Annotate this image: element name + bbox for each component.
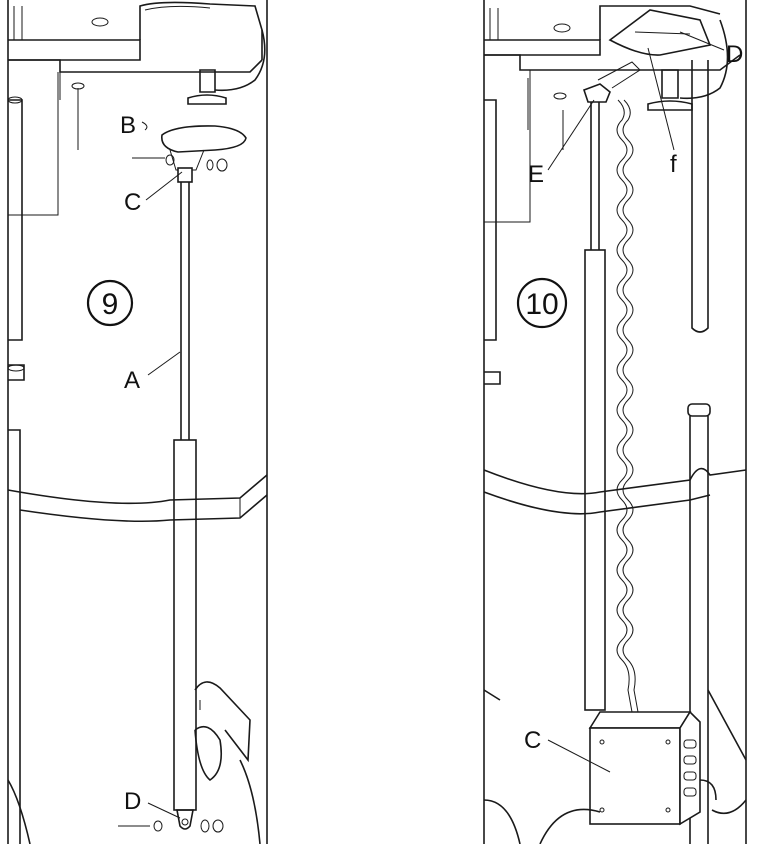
step-9-number: 9	[102, 288, 119, 321]
step-9-circle	[86, 279, 134, 327]
panel-step-10: 10 D f E C	[483, 0, 747, 844]
step-10-circle	[516, 277, 568, 329]
label-d: D	[726, 41, 743, 68]
panel-step-9: 9 B C A D	[7, 0, 268, 844]
label-f: f	[670, 151, 677, 178]
step-10-number: 10	[525, 288, 558, 321]
label-d: D	[124, 788, 141, 815]
label-e: E	[528, 161, 544, 188]
label-a: A	[124, 367, 140, 394]
label-c: C	[524, 727, 541, 754]
label-c: C	[124, 189, 141, 216]
label-b: B	[120, 112, 136, 139]
